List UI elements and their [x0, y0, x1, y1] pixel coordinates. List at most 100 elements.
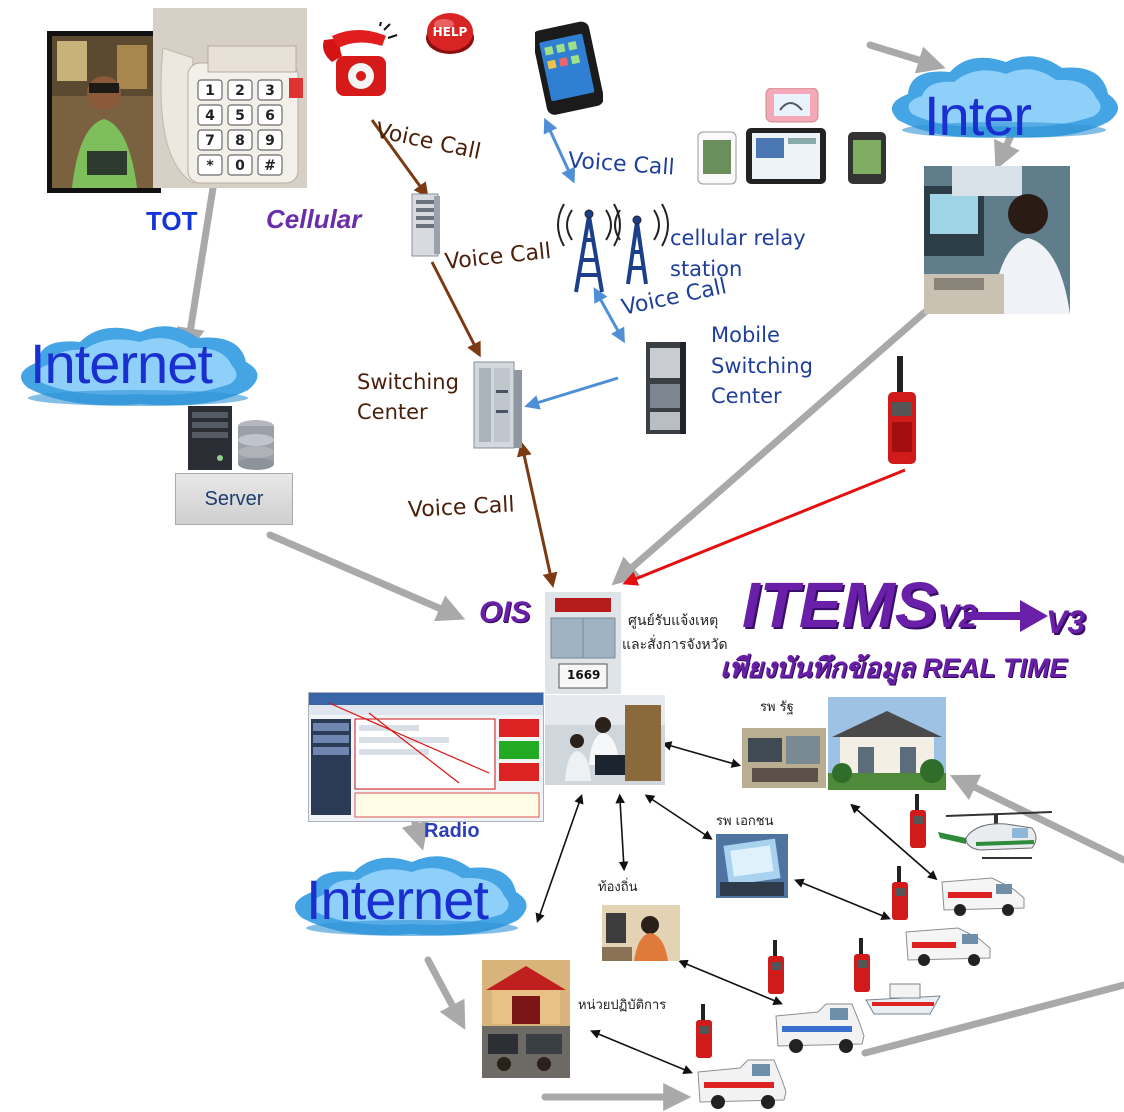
svg-text:#: # — [264, 158, 276, 174]
gov-hospital-building-photo — [828, 697, 946, 790]
private-hospital-label: รพ เอกชน — [716, 814, 774, 829]
radio-icon-2 — [892, 866, 908, 920]
svg-text:*: * — [206, 158, 214, 174]
mobile-devices-icon — [696, 87, 892, 188]
help-text: HELP — [433, 25, 468, 39]
internet-cloud-top: Inter — [884, 50, 1120, 146]
tot-label: TOT — [146, 206, 198, 236]
arrow-tower-to-msc — [593, 287, 625, 344]
arrow-center-gov-hospital — [661, 741, 742, 768]
arrow-msc-to-switching — [524, 376, 619, 410]
dispatch-software-screenshot — [308, 692, 544, 822]
arrow-unit-pickup — [590, 1029, 693, 1074]
radio-label: Radio — [424, 820, 480, 838]
command-center-label-2: และสั่งการจังหวัด — [622, 637, 728, 653]
cellular-relay-label-2: station — [670, 257, 743, 281]
arrow-switching-to-center — [516, 441, 558, 588]
arrow-right-to-hospital — [949, 774, 1124, 864]
private-hospital-photo — [716, 834, 788, 898]
subtitle-thai: เพียงบันทึกข้อมูล — [720, 653, 915, 683]
helicopter-icon — [938, 811, 1053, 859]
internet-cloud-left-label: Internet — [30, 332, 213, 395]
arrow-center-unit — [535, 793, 584, 924]
ambulance-icon-2 — [905, 927, 991, 966]
svg-text:7: 7 — [205, 133, 215, 149]
realtime-subtitle: เพียงบันทึกข้อมูล REAL TIME — [720, 652, 1067, 684]
gov-hospital-label: รพ รัฐ — [760, 700, 794, 715]
internet-cloud-bottom: Internet — [286, 848, 534, 944]
arrow-internet-to-unit — [424, 956, 466, 1030]
items-title-text: ITEMS — [742, 569, 938, 641]
svg-text:6: 6 — [265, 108, 275, 124]
mobile-switching-label-1: Mobile — [711, 323, 780, 347]
server-label: Server — [204, 487, 264, 510]
arrow-center-local — [615, 793, 629, 872]
mobile-switching-label-3: Center — [711, 384, 782, 408]
command-center-label-1: ศูนย์รับแจ้งเหตุ — [628, 613, 719, 629]
landline-telephone: 1 2 3 4 5 6 7 8 9 * 0 # — [153, 8, 307, 188]
server-icon — [180, 404, 280, 472]
arrow-exchange-to-switching — [430, 261, 481, 358]
arrow-server-to-ois — [266, 531, 466, 622]
arrow-phone-to-internet — [176, 184, 217, 357]
internet-cloud-left: Internet — [10, 318, 266, 414]
ambulance-icon-1 — [941, 877, 1025, 916]
gov-hospital-radio-photo — [742, 728, 826, 788]
upgrade-arrow-icon — [964, 600, 1048, 632]
svg-text:3: 3 — [265, 83, 275, 99]
items-title: ITEMSV2 — [742, 570, 977, 651]
switching-center-icon — [470, 360, 526, 450]
arrow-private-ambulance — [794, 878, 891, 921]
svg-text:2: 2 — [235, 83, 245, 99]
svg-text:4: 4 — [205, 108, 215, 124]
cellular-relay-label-1: cellular relay — [670, 226, 806, 250]
internet-cloud-bottom-label: Internet — [306, 868, 489, 931]
svg-text:1: 1 — [205, 83, 215, 99]
landline-user-photo — [47, 31, 161, 193]
radio-icon-3 — [768, 940, 784, 994]
svg-text:8: 8 — [235, 133, 245, 149]
local-label: ท้องถิ่น — [598, 880, 638, 895]
local-office-photo — [602, 905, 680, 961]
handheld-radio-icon — [884, 356, 920, 466]
mobile-switching-center-icon — [640, 340, 690, 436]
center-sign-number: 1669 — [567, 668, 601, 682]
radio-icon-1 — [910, 794, 926, 848]
rescue-pickup-icon-1 — [775, 1003, 865, 1053]
arrow-landline-to-exchange — [370, 119, 429, 198]
subtitle-en: REAL TIME — [922, 653, 1068, 683]
cellular-tower-icon — [554, 180, 670, 296]
internet-operator-photo — [924, 166, 1070, 314]
cellular-label: Cellular — [266, 204, 362, 234]
command-center-building-photo: 1669 — [545, 592, 621, 694]
arrow-local-truck — [678, 959, 783, 1005]
help-button-icon: HELP — [424, 8, 476, 56]
rescue-boat-icon — [865, 983, 941, 1015]
red-telephone-icon — [318, 21, 402, 104]
mobile-switching-label-2: Switching — [711, 354, 813, 378]
operation-unit-label: หน่วยปฏิบัติการ — [578, 998, 667, 1013]
switching-center-label-2: Center — [357, 400, 428, 424]
arrow-center-private-hospital — [644, 794, 713, 840]
smartphone-icon — [532, 21, 604, 115]
internet-cloud-top-label: Inter — [924, 84, 1032, 147]
svg-text:5: 5 — [235, 108, 245, 124]
arrow-operator-to-center — [611, 308, 929, 586]
ois-label: OIS — [479, 596, 531, 629]
radio-icon-5 — [696, 1004, 712, 1058]
switching-center-label-1: Switching — [357, 370, 459, 394]
arrow-smartphone-to-tower — [543, 117, 576, 184]
server-label-box: Server — [175, 473, 293, 525]
arrow-radio-to-center — [622, 468, 906, 586]
svg-text:9: 9 — [265, 133, 275, 149]
operation-unit-photo — [482, 960, 570, 1078]
arrow-hospital-helicopter — [850, 803, 938, 881]
arrow-top-into-cloud — [866, 41, 946, 74]
dispatch-room-photo — [545, 695, 665, 785]
svg-text:0: 0 — [235, 158, 245, 174]
arrow-pickup-to-right — [861, 981, 1124, 1057]
radio-icon-4 — [854, 938, 870, 992]
exchange-server-icon — [408, 192, 444, 258]
rescue-pickup-icon-2 — [697, 1059, 787, 1109]
items-v3: V3 — [1046, 604, 1086, 640]
